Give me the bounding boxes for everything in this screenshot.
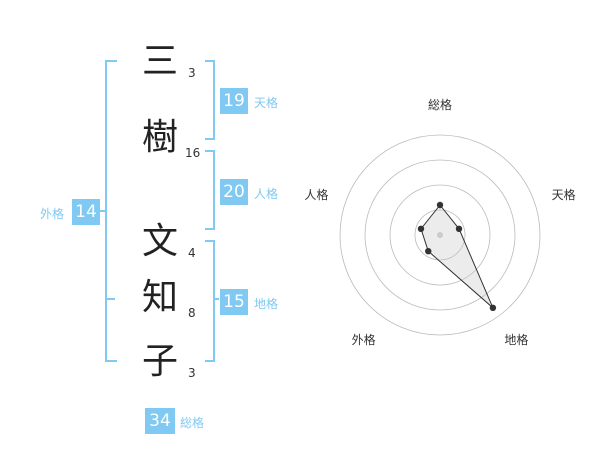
- radar-ring-2: [389, 184, 491, 286]
- radar-point-1: [436, 201, 444, 209]
- radar-ring-3: [364, 159, 516, 311]
- gaikaku-bracket: [105, 60, 117, 362]
- name-char-2: 樹: [141, 117, 178, 158]
- soukaku-value-badge: 34: [145, 408, 175, 434]
- chikaku-value-badge: 15: [220, 289, 248, 315]
- jinkaku-value-badge: 20: [220, 179, 248, 205]
- gaikaku-label: 外格: [40, 207, 65, 221]
- radar-ring-1: [414, 209, 466, 261]
- radar-axis-label-2: 天格: [552, 187, 576, 202]
- radar-series-polygon: [420, 204, 494, 309]
- chikaku-label: 地格: [254, 297, 279, 311]
- name-char-3: 文: [141, 221, 178, 262]
- radar-center-dot: [437, 232, 443, 238]
- tenkaku-value-badge: 19: [220, 88, 248, 114]
- radar-axis-label-4: 外格: [352, 332, 376, 347]
- stroke-count-3: 4: [188, 246, 196, 260]
- gaikaku-bracket-tick-upper: [99, 210, 105, 212]
- chikaku-bracket-tick: [213, 298, 219, 300]
- radar-point-2: [455, 225, 463, 233]
- name-char-1: 三: [141, 41, 178, 82]
- radar-rings: [339, 134, 541, 336]
- stroke-count-4: 8: [188, 306, 196, 320]
- tenkaku-label: 天格: [254, 96, 279, 110]
- jinkaku-label: 人格: [254, 187, 279, 201]
- stroke-count-1: 3: [188, 66, 196, 80]
- jinkaku-bracket: [205, 150, 215, 230]
- stroke-count-2: 16: [185, 146, 201, 160]
- radar-ring-4: [339, 134, 541, 336]
- gaikaku-value-badge: 14: [72, 199, 100, 225]
- name-char-5: 子: [141, 341, 178, 382]
- radar-shape: [420, 204, 494, 309]
- radar-axis-label-3: 地格: [504, 332, 528, 347]
- chikaku-bracket: [205, 240, 215, 362]
- radar-points: [417, 201, 497, 312]
- radar-axis-label-1: 総格: [428, 97, 452, 112]
- name-char-4: 知: [141, 277, 178, 318]
- gaikaku-bracket-tick-lower: [107, 298, 115, 300]
- radar-point-3: [489, 304, 497, 312]
- stroke-count-5: 3: [188, 366, 196, 380]
- radar-point-4: [425, 247, 432, 255]
- radar-axis-label-5: 人格: [304, 187, 328, 202]
- soukaku-label: 総格: [180, 416, 205, 430]
- radar-point-5: [417, 225, 425, 233]
- tenkaku-bracket: [205, 60, 215, 140]
